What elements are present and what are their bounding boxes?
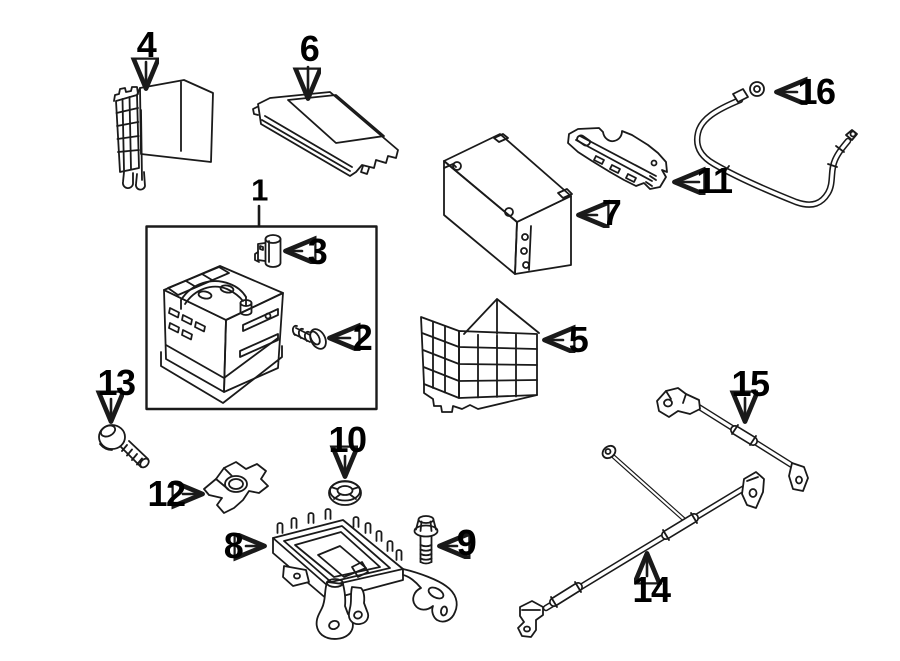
part-8-battery-tray-drawing xyxy=(272,508,458,640)
highlight-box xyxy=(145,225,378,411)
part-9-hex-flange-bolt-drawing xyxy=(413,515,439,565)
callout-16-label[interactable]: 16 xyxy=(797,71,836,112)
part-16-negative-battery-cable-drawing xyxy=(694,81,858,208)
part-6-battery-box-cover-drawing xyxy=(252,91,399,177)
callout-5-label[interactable]: 5 xyxy=(568,319,589,360)
part-3-vent-cap-drawing xyxy=(254,234,282,268)
callout-12-label[interactable]: 12 xyxy=(147,473,186,514)
callout-8-label[interactable]: 8 xyxy=(223,525,244,566)
part-11-retaining-bracket-drawing xyxy=(567,127,668,190)
part-15-ground-strap-drawing xyxy=(656,387,809,492)
callout-4-label[interactable]: 4 xyxy=(136,24,157,65)
callout-14-label[interactable]: 14 xyxy=(632,569,671,610)
callout-3-label[interactable]: 3 xyxy=(307,231,328,272)
callout-11-label[interactable]: 11 xyxy=(696,160,733,201)
part-4-corner-cover-panel-drawing xyxy=(113,79,214,191)
part-1-battery-in-highlight-box-drawing xyxy=(145,225,378,411)
callout-arrows xyxy=(111,62,797,576)
callout-10-label[interactable]: 10 xyxy=(328,419,367,460)
callout-6-label[interactable]: 6 xyxy=(299,28,320,69)
battery-drawing xyxy=(160,265,284,404)
part-10-grommet-drawing xyxy=(328,480,362,506)
callout-1-label[interactable]: 1 xyxy=(251,172,268,208)
part-2-plug-bolt-drawing xyxy=(291,324,327,350)
part-5-vented-battery-cover-drawing xyxy=(420,298,540,413)
part-7-battery-box-drawing xyxy=(443,133,573,275)
callout-7-label[interactable]: 7 xyxy=(601,192,622,233)
part-13-clamp-bolt-drawing xyxy=(98,424,150,469)
callout-15-label[interactable]: 15 xyxy=(731,363,770,404)
callout-2-label[interactable]: 2 xyxy=(352,317,373,358)
part-12-hold-down-clamp-drawing xyxy=(203,461,269,514)
callout-9-label[interactable]: 9 xyxy=(456,522,477,563)
callout-13-label[interactable]: 13 xyxy=(97,362,136,403)
part-14-battery-cable-drawing xyxy=(517,444,765,638)
